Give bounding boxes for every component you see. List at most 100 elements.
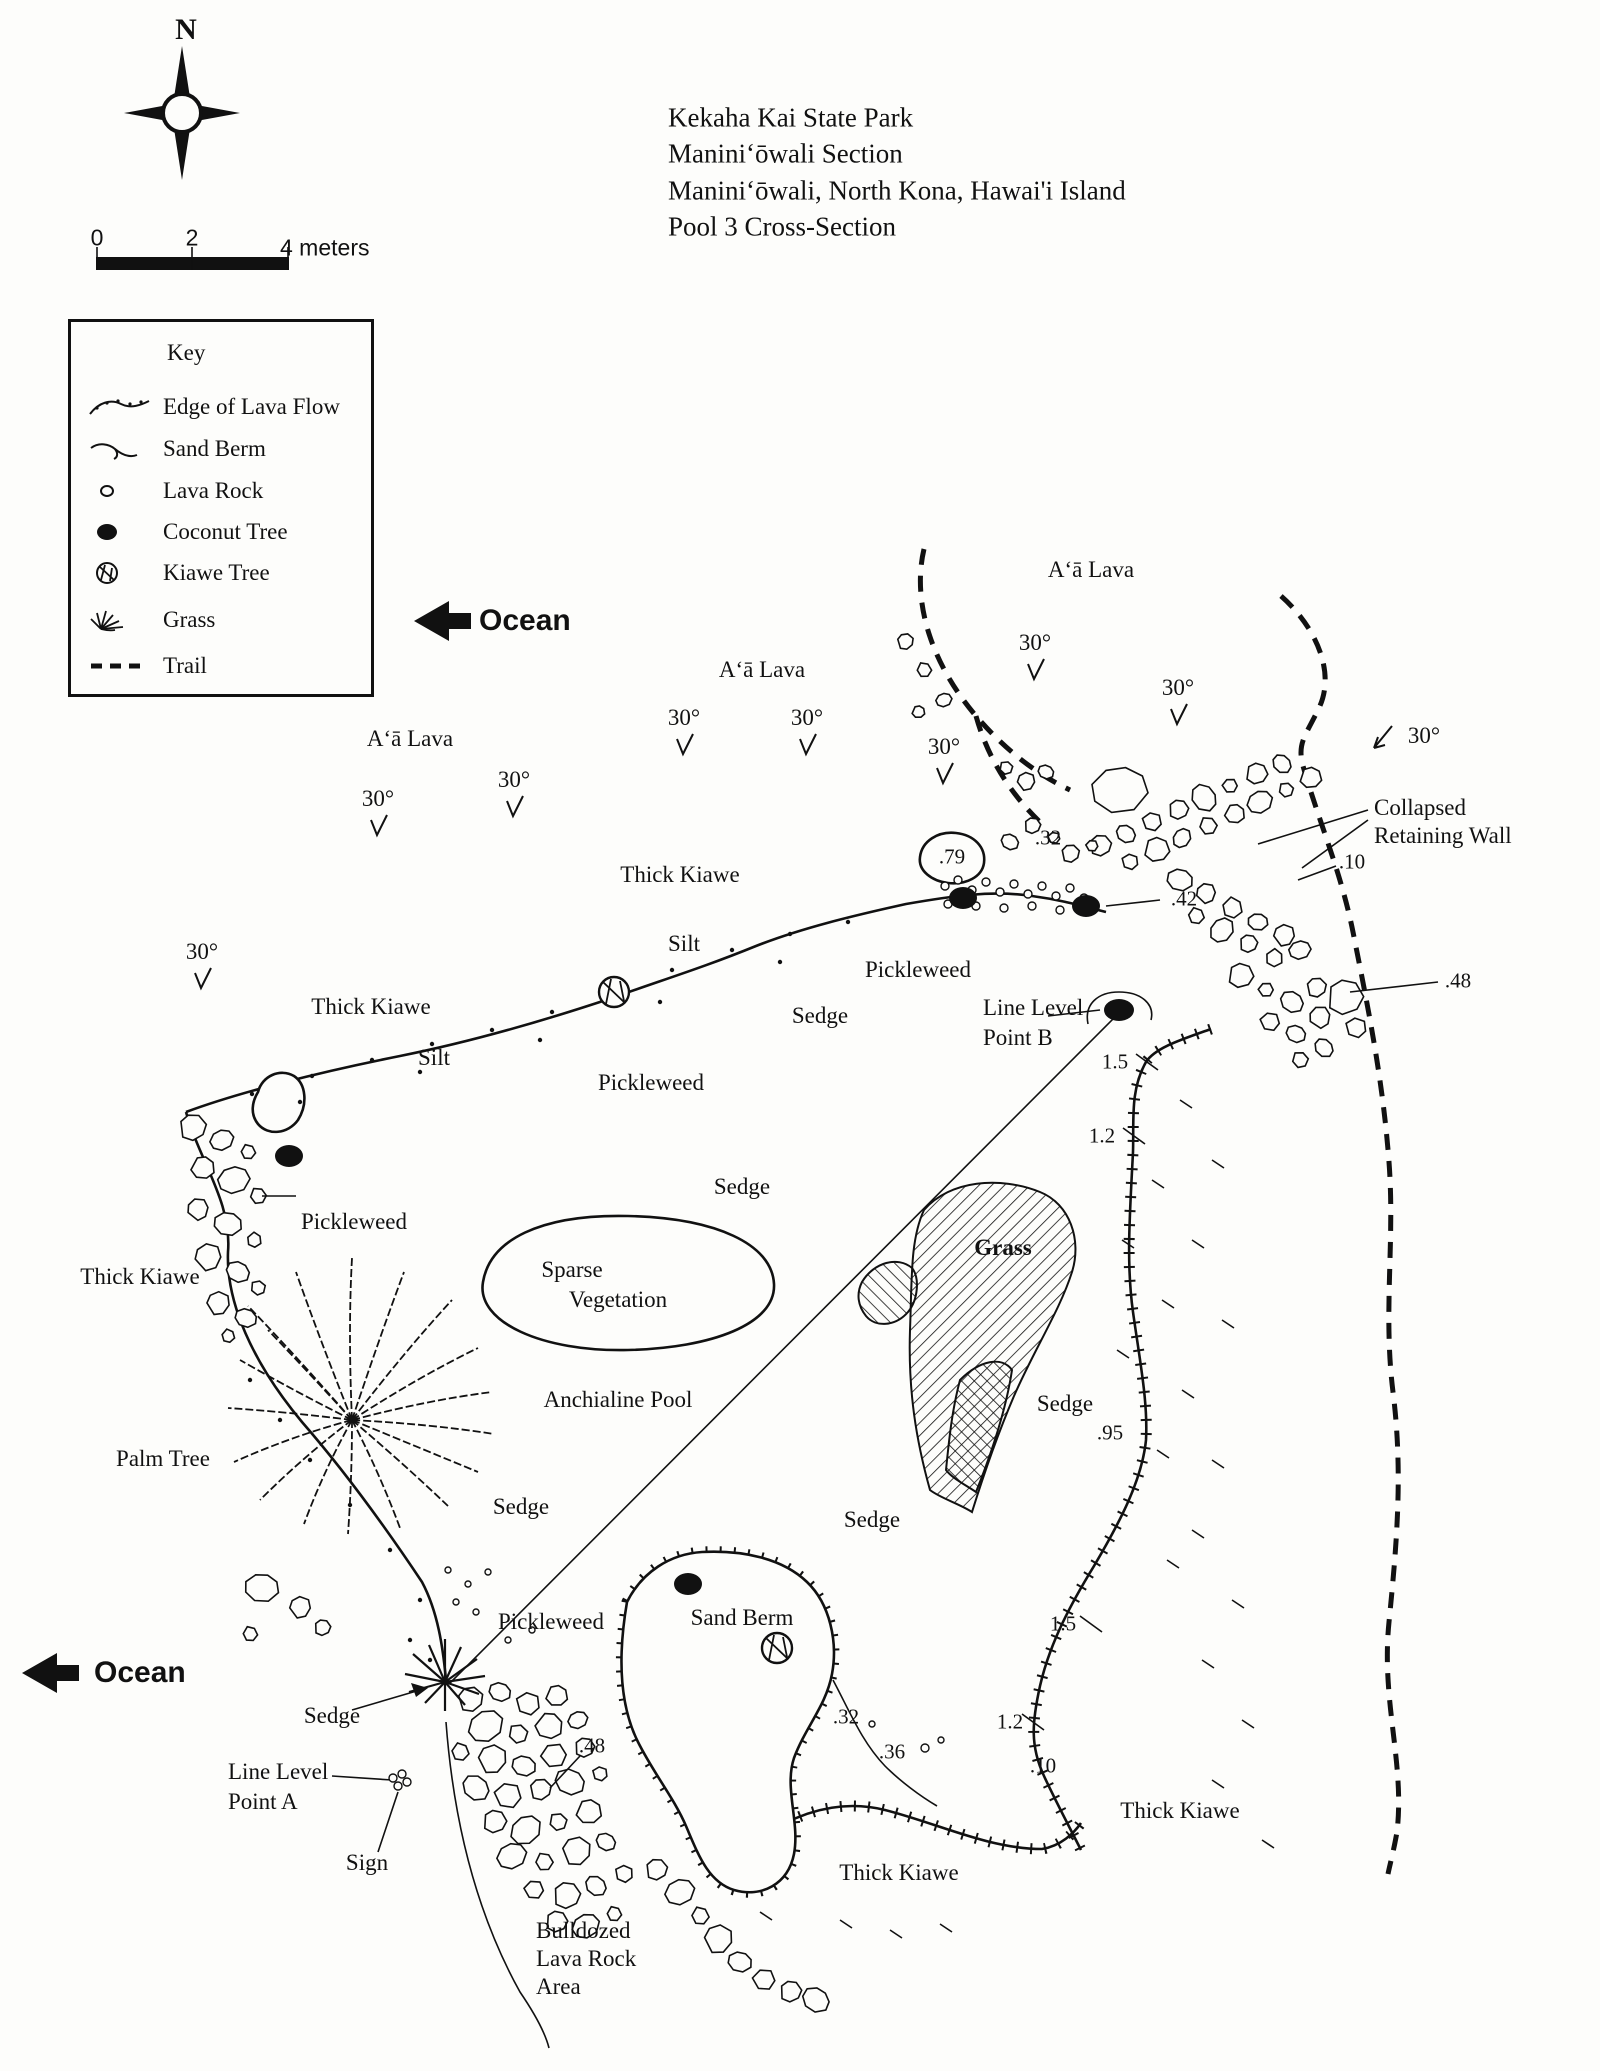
bulldozed-area-label-1: Bulldozed xyxy=(536,1918,631,1943)
measurement-48-lower: .48 xyxy=(578,1733,606,1758)
measurement-79: .79 xyxy=(938,844,966,869)
sign-label: Sign xyxy=(345,1850,389,1875)
key-item-label: Sand Berm xyxy=(163,436,266,461)
kiawe-tree-icon xyxy=(96,562,118,584)
bearing-30-label: 30° xyxy=(927,734,961,759)
silt-label: Silt xyxy=(418,1045,450,1070)
thick-kiawe-label: Thick Kiawe xyxy=(620,862,740,887)
sand-berm-outline xyxy=(615,1546,840,1898)
measurement-32-top: .32 xyxy=(1034,825,1062,850)
sedge-label: Sedge xyxy=(303,1703,361,1728)
ocean-arrow-icon-top xyxy=(414,601,471,641)
trail-icon xyxy=(91,663,147,669)
measurement-48-right: .48 xyxy=(1444,968,1472,993)
key-item-lava-rock: Lava Rock xyxy=(71,474,371,508)
pickleweed-label: Pickleweed xyxy=(300,1209,408,1234)
key-item-label: Kiawe Tree xyxy=(163,560,270,585)
bearing-30-label: 30° xyxy=(790,705,824,730)
map-title-line-2: Maniniʻōwali Section xyxy=(668,138,903,169)
measurement-ticks xyxy=(1021,1053,1159,1731)
aa-lava-label: Aʻā Lava xyxy=(718,657,806,682)
measurement-95: .95 xyxy=(1096,1420,1124,1445)
ocean-arrow-icon-bottom xyxy=(22,1653,79,1693)
compass-rose-icon xyxy=(124,46,240,180)
pebble-dots xyxy=(247,875,1089,1753)
palm-tree-icon xyxy=(227,1257,495,1535)
coconut-tree-icons xyxy=(275,887,1134,1595)
sand-berm-label: Sand Berm xyxy=(690,1605,794,1630)
scale-tick-2: 2 xyxy=(185,224,199,251)
key-item-label: Edge of Lava Flow xyxy=(163,394,340,419)
bearing-30-label: 30° xyxy=(1018,630,1052,655)
line-level-point-b-label-2: Point B xyxy=(983,1025,1053,1050)
key-item-kiawe-tree: Kiawe Tree xyxy=(71,556,371,590)
collapsed-retaining-wall-label-2: Retaining Wall xyxy=(1374,823,1512,848)
thick-kiawe-label: Thick Kiawe xyxy=(311,994,431,1019)
sparse-vegetation-outline xyxy=(481,1214,776,1352)
measurement-32-lower: .32 xyxy=(832,1704,860,1729)
scale-tick-4: 4 meters xyxy=(280,234,370,261)
coconut-tree-icon xyxy=(97,524,117,540)
measurement-42: .42 xyxy=(1170,886,1198,911)
bulldozed-area-label-2: Lava Rock xyxy=(536,1946,637,1971)
measurement-10-top: .10 xyxy=(1338,849,1366,874)
sedge-label: Sedge xyxy=(1036,1391,1094,1416)
key-item-lava-flow-edge: Edge of Lava Flow xyxy=(71,390,371,424)
map-title-line-4: Pool 3 Cross-Section xyxy=(668,211,897,242)
sedge-label: Sedge xyxy=(713,1174,771,1199)
kiawe-tree-icons xyxy=(597,975,794,1665)
line-level-point-a-label-2: Point A xyxy=(228,1789,298,1814)
thick-kiawe-label: Thick Kiawe xyxy=(80,1264,200,1289)
bearing-30-label: 30° xyxy=(667,705,701,730)
bearing-30-label: 30° xyxy=(1161,675,1195,700)
compass-north-label: N xyxy=(175,13,197,46)
key-item-trail: Trail xyxy=(71,649,371,683)
bearing-marks xyxy=(194,658,1393,991)
sparse-vegetation-label-1: Sparse xyxy=(541,1257,603,1282)
silt-label: Silt xyxy=(668,931,700,956)
key-item-coconut-tree: Coconut Tree xyxy=(71,515,371,549)
palm-tree-label: Palm Tree xyxy=(116,1446,210,1471)
sand-berm-icon xyxy=(90,443,138,460)
key-item-label: Coconut Tree xyxy=(163,519,288,544)
measurement-1-5-upper: 1.5 xyxy=(1101,1049,1129,1074)
key-item-label: Grass xyxy=(163,607,216,632)
measurement-10-lower: .10 xyxy=(1029,1753,1057,1778)
aa-lava-label: Aʻā Lava xyxy=(1047,557,1135,582)
scale-bar xyxy=(96,247,289,270)
ocean-label-top: Ocean xyxy=(479,604,571,637)
grass-icon xyxy=(90,610,124,632)
bearing-30-label: 30° xyxy=(361,786,395,811)
point-b-arc xyxy=(1086,991,1153,1025)
key-item-label: Trail xyxy=(163,653,207,678)
collapsed-retaining-wall-label-1: Collapsed xyxy=(1374,795,1466,820)
grass-tuft-icon xyxy=(404,1639,486,1711)
sedge-label: Sedge xyxy=(791,1003,849,1028)
key-item-grass: Grass xyxy=(71,603,371,637)
map-title-line-3: Maniniʻōwali, North Kona, Hawai'i Island xyxy=(668,175,1126,206)
anchialine-pool-label: Anchialine Pool xyxy=(543,1387,693,1412)
sign-marker-icon xyxy=(388,1769,412,1791)
line-level-point-b-label-1: Line Level xyxy=(983,995,1084,1020)
key-item-sand-berm: Sand Berm xyxy=(71,432,371,466)
grass-area-label: Grass xyxy=(974,1235,1032,1260)
measurement-1-5-lower: 1.5 xyxy=(1049,1611,1077,1636)
bearing-30-label: 30° xyxy=(497,767,531,792)
pickleweed-label: Pickleweed xyxy=(497,1609,605,1634)
vegetation-tick-marks xyxy=(759,1099,1275,1939)
bearing-30-label: 30° xyxy=(185,939,219,964)
key-item-label: Lava Rock xyxy=(163,478,264,503)
thick-kiawe-label: Thick Kiawe xyxy=(1120,1798,1240,1823)
line-level-point-a-label-1: Line Level xyxy=(228,1759,329,1784)
thick-kiawe-label: Thick Kiawe xyxy=(839,1860,959,1885)
bearing-30-label: 30° xyxy=(1407,723,1441,748)
leader-lines xyxy=(262,809,1439,1853)
lava-flow-edges xyxy=(184,892,1213,2049)
trail-paths xyxy=(917,548,1402,1875)
lava-rock-icon xyxy=(100,485,114,497)
measurement-1-2-upper: 1.2 xyxy=(1088,1123,1116,1148)
rock-blob-79 xyxy=(918,831,986,885)
sparse-vegetation-label-2: Vegetation xyxy=(568,1287,668,1312)
pickleweed-label: Pickleweed xyxy=(864,957,972,982)
